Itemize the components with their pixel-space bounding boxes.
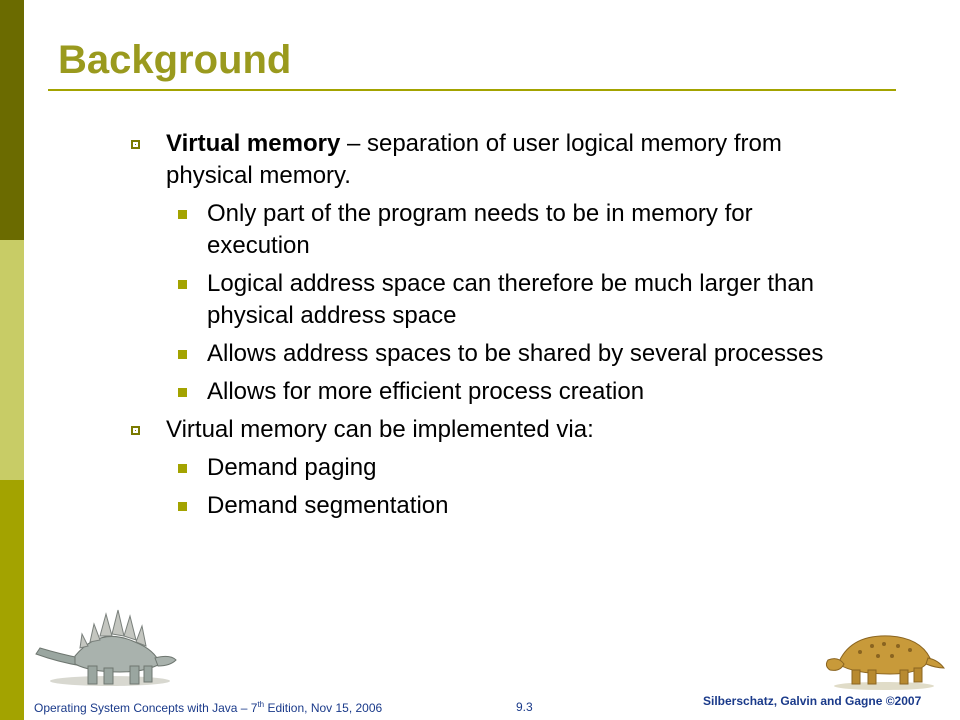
side-bar-dark-segment	[0, 0, 24, 240]
footer-book-title: Operating System Concepts with Java – 7t…	[34, 700, 382, 715]
filled-square-icon	[178, 464, 187, 473]
bullet-text: Only part of the program needs to be in …	[207, 200, 753, 259]
bullet-item: Virtual memory can be implemented via:	[130, 414, 850, 446]
slide-title: Background	[58, 38, 292, 82]
side-bar-olive-segment	[0, 480, 24, 720]
filled-square-icon	[178, 388, 187, 397]
bullet-list: Virtual memory – separation of user logi…	[130, 128, 850, 528]
filled-square-icon	[178, 210, 187, 219]
bullet-text: Demand paging	[207, 454, 377, 481]
sub-bullet-item: Allows for more efficient process creati…	[130, 376, 850, 408]
side-color-bar	[0, 0, 24, 720]
filled-square-icon	[178, 350, 187, 359]
sub-bullet-item: Demand segmentation	[130, 490, 850, 522]
sub-bullet-item: Allows address spaces to be shared by se…	[130, 338, 850, 370]
footer-edition-text: Edition, Nov 15, 2006	[264, 701, 383, 715]
footer-book-title-text: Operating System Concepts with Java – 7	[34, 701, 258, 715]
sub-bullet-item: Demand paging	[130, 452, 850, 484]
bullet-bold-term: Virtual memory	[166, 130, 341, 157]
side-bar-light-segment	[0, 240, 24, 480]
hollow-square-icon	[131, 140, 140, 149]
bullet-text: Demand segmentation	[207, 492, 449, 519]
filled-square-icon	[178, 502, 187, 511]
footer-authors: Silberschatz, Galvin and Gagne ©2007	[703, 694, 922, 708]
bullet-text: Allows address spaces to be shared by se…	[207, 340, 824, 367]
bullet-text: Virtual memory can be implemented via:	[166, 416, 594, 443]
bullet-item: Virtual memory – separation of user logi…	[130, 128, 850, 192]
bullet-text: Logical address space can therefore be m…	[207, 270, 815, 329]
page-number: 9.3	[516, 700, 533, 714]
ankylosaurus-illustration	[825, 635, 946, 690]
filled-square-icon	[178, 280, 187, 289]
stegosaurus-illustration	[35, 609, 177, 686]
bullet-text: Allows for more efficient process creati…	[207, 378, 645, 405]
hollow-square-icon	[131, 426, 140, 435]
footer-superscript: th	[257, 700, 265, 709]
title-underline	[48, 89, 896, 91]
sub-bullet-item: Logical address space can therefore be m…	[130, 268, 850, 332]
sub-bullet-item: Only part of the program needs to be in …	[130, 198, 850, 262]
bullet-text: – separation of user logical memory from…	[166, 130, 782, 189]
